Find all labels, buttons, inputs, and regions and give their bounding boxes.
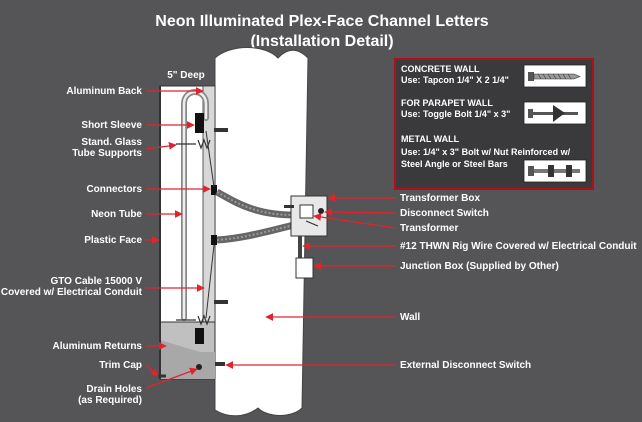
- returns-shading: [160, 340, 215, 379]
- metal-wall-title: METAL WALL: [401, 134, 460, 144]
- concrete-wall-use: Use: Tapcon 1/4" X 2 1/4": [401, 75, 509, 85]
- connector-bottom: [211, 235, 217, 245]
- junction-box-shape: [295, 257, 314, 279]
- anchor-bottom: [214, 300, 228, 304]
- label-transformer: Transformer: [400, 223, 458, 234]
- parapet-wall-use: Use: Toggle Bolt 1/4" x 3": [401, 109, 510, 119]
- tube-support-spring-bottom: [197, 314, 211, 326]
- label-connectors: Connectors: [86, 184, 142, 195]
- bolt-nut-icon: [523, 159, 587, 183]
- short-sleeve-bottom: [195, 328, 204, 344]
- title-line-2: (Installation Detail): [250, 33, 393, 50]
- parapet-wall-title: FOR PARAPET WALL: [401, 98, 493, 108]
- label-stand-glass-1: Stand. Glass: [81, 137, 142, 148]
- label-trim-cap: Trim Cap: [99, 360, 142, 371]
- concrete-wall-title: CONCRETE WALL: [401, 64, 480, 74]
- conduit-top-detail: [216, 191, 295, 216]
- metal-wall-use-1: Use: 1/4" x 3" Bolt w/ Nut Reinforced w/: [401, 147, 571, 157]
- box-anchor: [284, 205, 294, 208]
- anchor-top: [214, 128, 228, 132]
- label-disconnect-switch: Disconnect Switch: [400, 208, 489, 219]
- label-plastic-face: Plastic Face: [84, 235, 142, 246]
- label-stand-glass-2: Tube Supports: [72, 148, 142, 159]
- label-transformer-box: Transformer Box: [400, 193, 480, 204]
- conduit-bottom: [216, 221, 295, 244]
- transformer-shape: [299, 204, 314, 219]
- depth-label: 5" Deep: [167, 70, 205, 81]
- connector-top: [211, 185, 217, 195]
- external-switch-shape: [215, 362, 225, 366]
- label-aluminum-back: Aluminum Back: [66, 86, 142, 97]
- label-neon-tube: Neon Tube: [91, 209, 142, 220]
- label-wall: Wall: [400, 312, 420, 323]
- arrow-disconnect-switch: [324, 208, 397, 216]
- label-aluminum-returns: Aluminum Returns: [53, 341, 143, 352]
- arrow-trim-cap: [145, 364, 159, 377]
- toggle-bolt-icon: [523, 101, 587, 125]
- arrow-drain-holes: [145, 367, 198, 389]
- label-gto-cable-2: Covered w/ Electrical Conduit: [1, 287, 143, 298]
- label-rig-wire: #12 THWN Rig Wire Covered w/ Electrical …: [400, 241, 637, 252]
- short-sleeve-top: [195, 113, 204, 133]
- label-short-sleeve: Short Sleeve: [81, 120, 142, 131]
- label-gto-cable-1: GTO Cable 15000 V: [50, 276, 142, 287]
- title-line-1: Neon Illuminated Plex-Face Channel Lette…: [155, 13, 489, 30]
- transformer-wire: [305, 220, 319, 227]
- label-drain-holes-1: Drain Holes: [86, 384, 142, 395]
- arrow-transformer: [313, 213, 397, 229]
- gto-wire-top: [205, 130, 215, 188]
- gto-wire-bottom: [205, 244, 215, 319]
- label-drain-holes-2: (as Required): [78, 395, 142, 406]
- label-junction-box: Junction Box (Supplied by Other): [400, 261, 559, 272]
- neon-tube-highlight: [182, 90, 208, 320]
- label-external-disconnect: External Disconnect Switch: [400, 360, 531, 371]
- disconnect-switch-knob: [318, 208, 324, 214]
- tapcon-screw-icon: [523, 64, 587, 88]
- arrow-tube-supports: [145, 142, 177, 150]
- metal-wall-use-2: Steel Angle or Steel Bars: [401, 159, 508, 169]
